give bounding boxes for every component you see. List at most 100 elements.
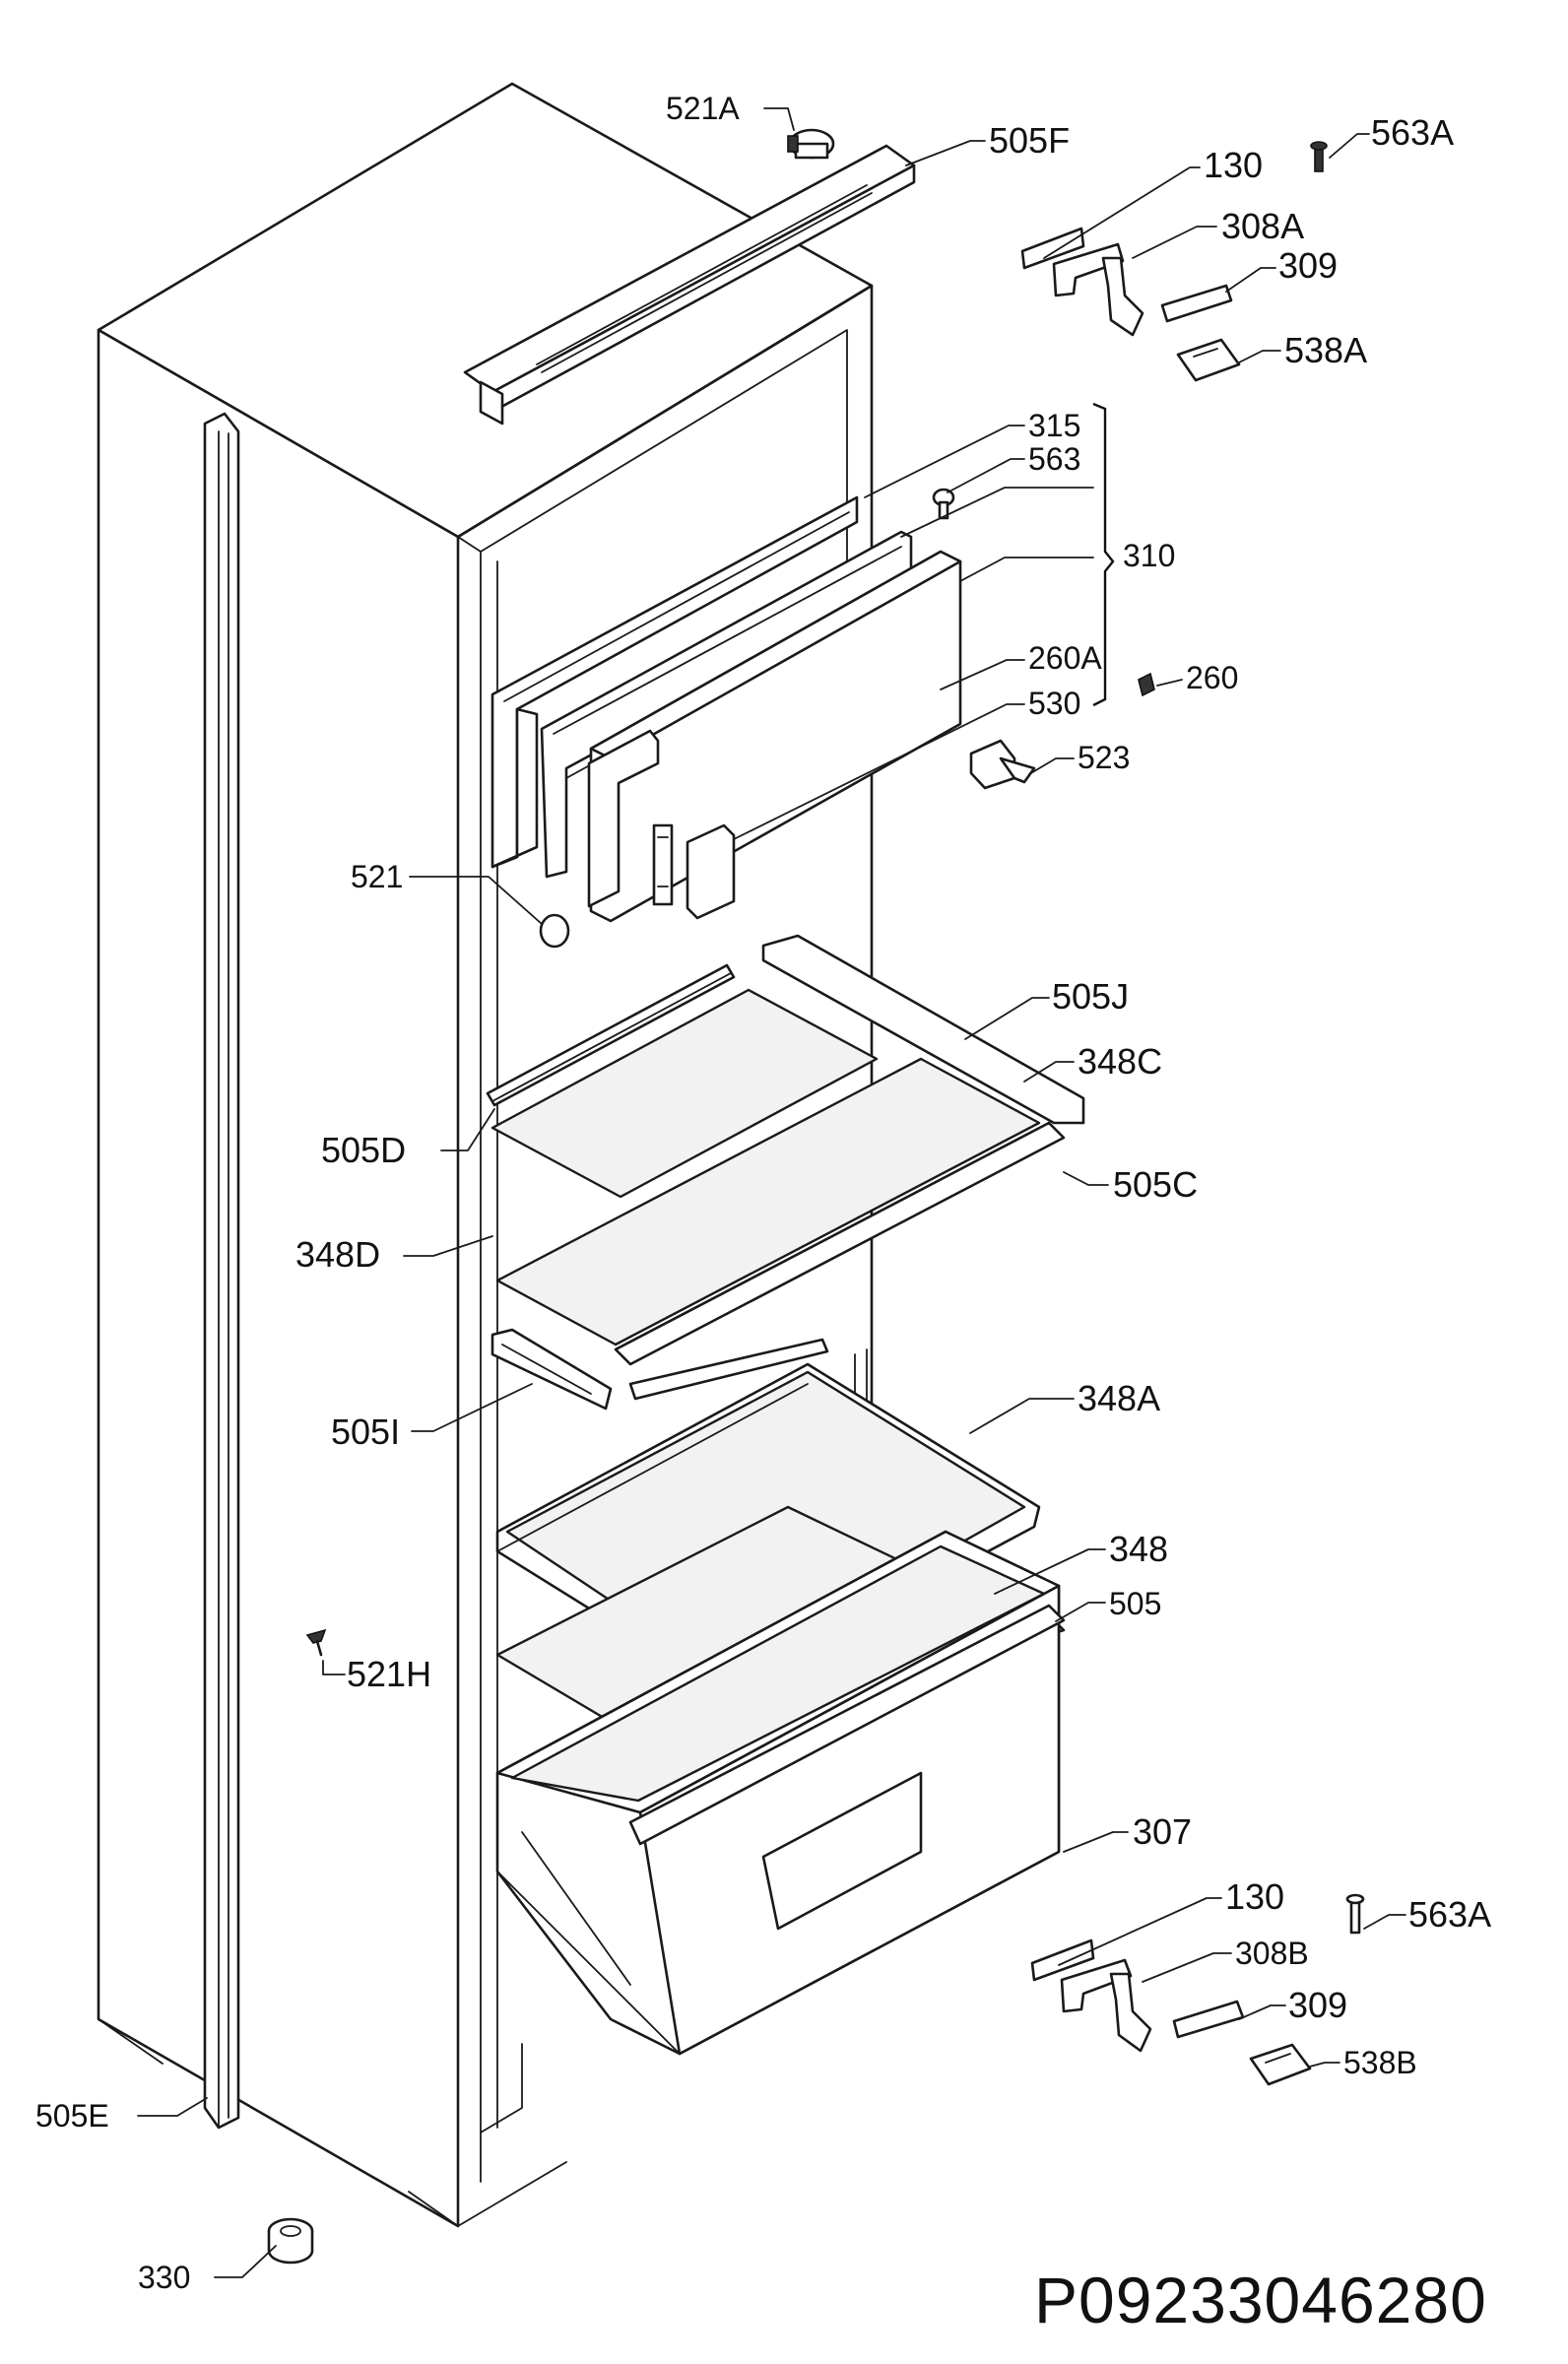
label-130-bottom: 130 (1225, 1876, 1285, 1917)
leader-505c (1063, 1171, 1109, 1186)
bottom-hinge-set (1030, 1893, 1365, 2086)
label-505e: 505E (35, 2098, 109, 2134)
label-505d: 505D (321, 1130, 407, 1170)
hinge-308b-bracket (1109, 1972, 1152, 2053)
label-505j: 505J (1052, 976, 1130, 1017)
leader-563a-bottom (1363, 1914, 1406, 1930)
leader-lines (137, 107, 1406, 2278)
latch-523-tab (999, 756, 1036, 784)
screw-521h-shank (315, 1639, 323, 1657)
crisper-drawer-307 (495, 1530, 1066, 2056)
screw-521h-head (305, 1628, 327, 1644)
shelf-rail-505d-line (491, 972, 732, 1102)
leader-260a (940, 659, 1025, 690)
inner-bottom-step (480, 2043, 523, 2134)
leader-315 (864, 425, 1025, 498)
drawer-side-line-2 (521, 1831, 631, 1986)
leader-348c (1023, 1061, 1075, 1083)
knob-521a (787, 128, 835, 160)
leader-330 (214, 2245, 277, 2278)
leader-538b (1309, 2062, 1340, 2068)
leader-563 (947, 458, 1025, 493)
top-rail-end (479, 380, 504, 426)
leader-538a (1238, 350, 1281, 363)
label-505: 505 (1109, 1586, 1162, 1621)
top-hinge-set (1020, 141, 1328, 382)
handle-piece-530 (686, 823, 736, 920)
leader-523 (1028, 757, 1075, 775)
leader-310-panel (959, 557, 1094, 582)
shelf-rail-505c (614, 1121, 1066, 1366)
label-563: 563 (1028, 441, 1081, 477)
door-hinge-detail (652, 823, 674, 906)
leader-260 (1156, 679, 1183, 687)
adjustable-foot-330 (267, 2217, 314, 2265)
label-315: 315 (1028, 408, 1081, 443)
top-rail-slot-2 (541, 192, 873, 373)
leader-530 (733, 703, 1025, 840)
label-130-top: 130 (1204, 145, 1264, 185)
label-348a: 348A (1078, 1378, 1161, 1418)
hinge-pad-309-top (1160, 284, 1233, 323)
leader-348 (994, 1548, 1106, 1595)
leader-307 (1063, 1831, 1129, 1853)
hinge-cover-538b (1249, 2043, 1312, 2086)
hinge-plate-130-top (1020, 227, 1085, 270)
drawer-side-line (496, 1871, 681, 2055)
group-bracket-310 (1092, 402, 1115, 707)
shelf-rail-505j (761, 934, 1085, 1125)
front-frame-corner (457, 536, 482, 553)
label-310: 310 (1123, 538, 1176, 573)
glass-shelf-348a-edge (496, 1383, 809, 1552)
label-505f: 505F (989, 120, 1071, 161)
drawer-handle-recess (761, 1771, 923, 1931)
label-523: 523 (1078, 740, 1131, 775)
gasket-315-side (490, 707, 539, 869)
foot-inner (280, 2225, 301, 2237)
door-liner-line (553, 546, 902, 735)
label-530: 530 (1028, 686, 1081, 721)
door-handle-260a (587, 729, 660, 908)
hinge-pad-309-bottom (1172, 2000, 1245, 2039)
screw-563a-bottom-head (1345, 1893, 1365, 1905)
top-rail-slot (536, 184, 868, 365)
label-505i: 505I (331, 1412, 401, 1452)
leader-521 (409, 876, 543, 925)
upper-shelf-assembly (486, 934, 1085, 1411)
knob-clip (787, 135, 799, 153)
cabinet-bottom-corner (408, 2191, 459, 2227)
leader-309-top (1225, 267, 1276, 293)
label-348d: 348D (295, 1234, 381, 1275)
leader-130-top (1043, 166, 1201, 259)
drawer-top-rail (628, 1604, 1066, 1846)
cabinet-body (97, 82, 874, 2228)
label-521h: 521H (347, 1654, 432, 1694)
door-seal-strip (203, 412, 240, 2130)
leader-130-bottom (1058, 1897, 1222, 1966)
label-308b: 308B (1235, 1936, 1309, 1971)
clip-260 (1138, 672, 1155, 697)
glass-shelf-348d (495, 1057, 1041, 1346)
label-563a-bottom: 563A (1408, 1894, 1492, 1935)
gasket-inner-line (503, 511, 850, 702)
shelf-bar-505i-line (501, 1344, 592, 1395)
cap-521 (539, 913, 570, 949)
leader-505 (1055, 1602, 1106, 1622)
leader-505i (411, 1383, 533, 1432)
leader-308b (1142, 1952, 1232, 1983)
shelf-bar-505i (490, 1328, 613, 1411)
knob-body (794, 142, 829, 160)
label-348: 348 (1109, 1529, 1169, 1569)
label-521: 521 (351, 859, 404, 894)
cabinet-left-face (97, 328, 460, 2228)
label-307: 307 (1133, 1811, 1193, 1852)
leader-505d (440, 1108, 495, 1151)
hinge-cover-538a (1176, 338, 1241, 382)
hinge-cover-538b-detail (1265, 2053, 1291, 2064)
leader-348d (403, 1235, 493, 1257)
label-309-top: 309 (1278, 245, 1339, 286)
label-505c: 505C (1113, 1164, 1199, 1205)
seal-strip-body (203, 412, 240, 2130)
freezer-door-assembly (490, 488, 1155, 949)
